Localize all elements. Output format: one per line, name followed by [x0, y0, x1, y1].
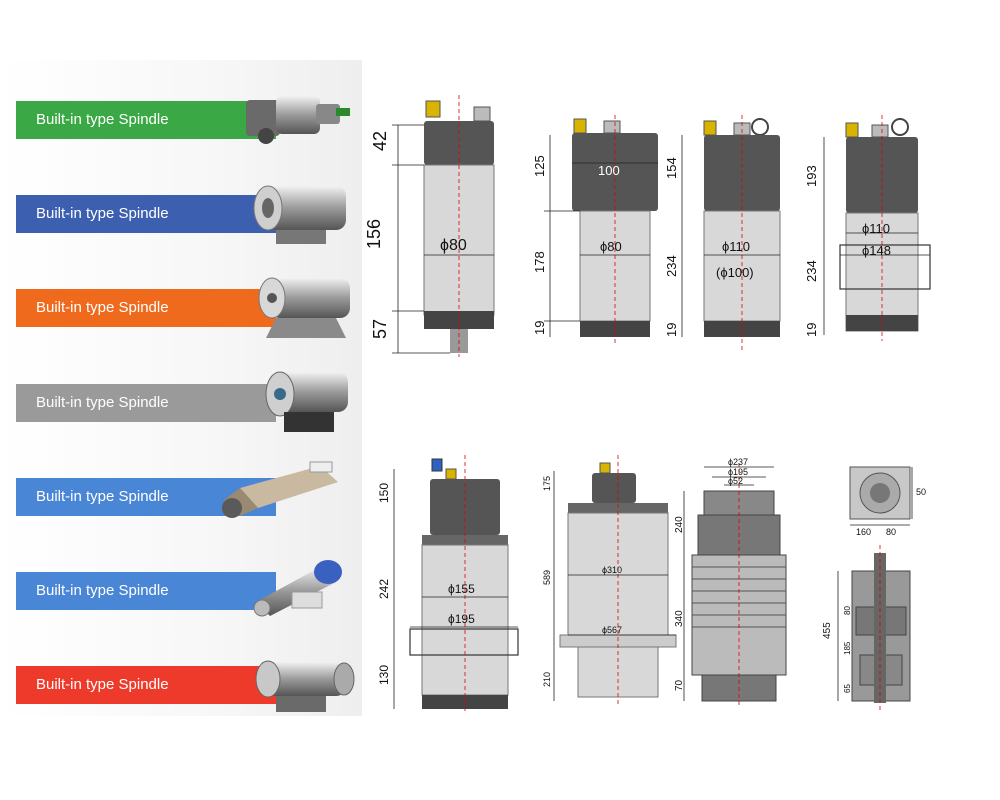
dia-label-4: ϕ110: [862, 221, 890, 236]
spindle-drawing-5: 150 242 130 ϕ155 ϕ195: [377, 455, 519, 713]
dim-label-3c: 19: [664, 323, 679, 337]
dim-label-7a: 240: [674, 516, 685, 533]
spindle-drawing-1: 42 156 57 ϕ80: [364, 95, 495, 357]
dim-label-8c: 185: [843, 641, 852, 655]
dim-label-5c: 130: [377, 665, 391, 685]
dim-label-7b: 340: [674, 610, 685, 627]
dim-label-6b: 589: [542, 570, 552, 585]
topdim-label-8b: 80: [886, 527, 896, 537]
topdim-label-8a: 160: [856, 527, 871, 537]
dim-label-8d: 65: [843, 684, 852, 693]
dia-label-3: ϕ110: [722, 239, 750, 254]
spindle-drawing-8: 160 80 50 455 80 185 65: [822, 466, 926, 711]
dim-label-4a: 193: [804, 165, 819, 187]
spindle-photo-7[interactable]: [246, 648, 356, 720]
dia-label-5b: ϕ195: [448, 612, 475, 626]
sidebar-item-spindle-6[interactable]: Built-in type Spindle: [16, 572, 276, 610]
dia-label-3b: (ϕ100): [716, 265, 754, 280]
dim-label-6a: 175: [542, 476, 552, 491]
spindle-photo-6[interactable]: [236, 552, 356, 622]
dim-label-1c: 57: [370, 319, 390, 339]
spindle-drawing-6: 175 589 210 ϕ310 ϕ567: [542, 455, 677, 705]
dia-label-6b: ϕ567: [602, 625, 622, 635]
top-label-2: 100: [598, 163, 620, 178]
dim-label-5a: 150: [377, 483, 391, 503]
sidebar-item-spindle-3[interactable]: Built-in type Spindle: [16, 289, 276, 327]
dim-label-8a: 455: [822, 622, 833, 639]
spindle-photo-2[interactable]: [236, 176, 356, 252]
dim-label-2a: 125: [532, 155, 547, 177]
dim-label-3b: 234: [664, 255, 679, 277]
dim-label-1a: 42: [370, 131, 390, 151]
dim-label-4c: 19: [804, 323, 819, 337]
spindle-photo-5[interactable]: [210, 458, 340, 526]
dim-label-5b: 242: [377, 579, 391, 599]
dia-label-1: ϕ80: [440, 237, 467, 254]
spindle-drawing-2: 125 178 19 100 ϕ80: [532, 115, 658, 345]
dim-label-3a: 154: [664, 157, 679, 179]
spindle-photo-1[interactable]: [236, 86, 356, 158]
dim-label-2c: 19: [532, 321, 547, 335]
dim-label-6c: 210: [542, 672, 552, 687]
topdim-label-8c: 50: [916, 487, 926, 497]
dim-label-2b: 178: [532, 251, 547, 273]
dia-label-2: ϕ80: [600, 239, 622, 254]
dia-label-4b: ϕ148: [862, 243, 891, 258]
dia-label-5: ϕ155: [448, 582, 475, 596]
sidebar-item-spindle-7[interactable]: Built-in type Spindle: [16, 666, 276, 704]
spindle-drawing-3: 154 234 19 ϕ110 (ϕ100): [664, 115, 781, 351]
sidebar-item-spindle-4[interactable]: Built-in type Spindle: [16, 384, 276, 422]
dim-label-4b: 234: [804, 260, 819, 282]
top-label-7b: ϕ195: [728, 467, 748, 477]
dim-label-7c: 70: [674, 679, 685, 691]
spindle-photo-4[interactable]: [254, 364, 354, 440]
top-label-7c: ϕ52: [728, 476, 743, 486]
spindle-photo-3[interactable]: [246, 272, 356, 344]
dim-label-1b: 156: [364, 219, 384, 249]
dim-label-8b: 80: [843, 606, 852, 615]
sidebar-item-spindle-1[interactable]: Built-in type Spindle: [16, 101, 276, 139]
top-label-7a: ϕ237: [728, 457, 748, 467]
sidebar-item-spindle-2[interactable]: Built-in type Spindle: [16, 195, 276, 233]
spindle-drawing-7: 240 340 70 ϕ237 ϕ195 ϕ52: [674, 457, 787, 705]
dia-label-6: ϕ310: [602, 565, 622, 575]
spindle-drawing-4: 193 234 19 ϕ110 ϕ148: [804, 115, 931, 341]
